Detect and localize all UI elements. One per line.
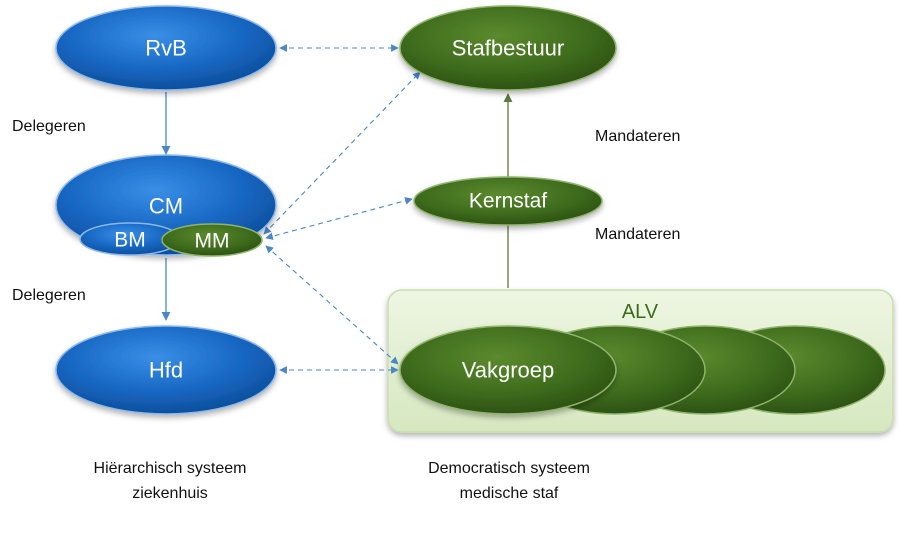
vakgroep-label: Vakgroep [462, 358, 555, 383]
caption-right-line2: medische staf [459, 485, 559, 502]
cm-label: CM [149, 194, 183, 219]
bm-label: BM [114, 229, 146, 252]
connector-mm-kernstaf [265, 197, 413, 240]
alv-label: ALV [622, 301, 659, 323]
caption-left: Hiërarchisch systeem ziekenhuis [50, 456, 290, 506]
hfd-node[interactable] [55, 325, 277, 415]
connector-mm-stafbestuur [263, 71, 421, 235]
vakgroep-node[interactable] [399, 325, 617, 415]
hfd-label: Hfd [149, 358, 183, 383]
rvb-node[interactable] [55, 5, 277, 91]
kernstaf-node[interactable] [413, 176, 603, 226]
stafbestuur-label: Stafbestuur [452, 36, 565, 61]
caption-right-line1: Democratisch systeem [428, 460, 590, 477]
kernstaf-label: Kernstaf [469, 190, 547, 213]
edge-label-delegeren-top: Delegeren [12, 118, 86, 135]
caption-right: Democratisch systeem medische staf [389, 456, 629, 506]
stafbestuur-node[interactable] [399, 5, 617, 91]
edge-label-delegeren-bottom: Delegeren [12, 287, 86, 304]
caption-left-line2: ziekenhuis [132, 485, 208, 502]
caption-left-line1: Hiërarchisch systeem [93, 460, 247, 477]
connector-mm-vakgroep [265, 245, 399, 365]
mm-label: MM [195, 230, 230, 253]
mm-node[interactable] [161, 223, 263, 257]
edge-label-mandateren-top: Mandateren [595, 128, 680, 145]
rvb-label: RvB [145, 36, 187, 61]
edge-label-mandateren-bottom: Mandateren [595, 226, 680, 243]
